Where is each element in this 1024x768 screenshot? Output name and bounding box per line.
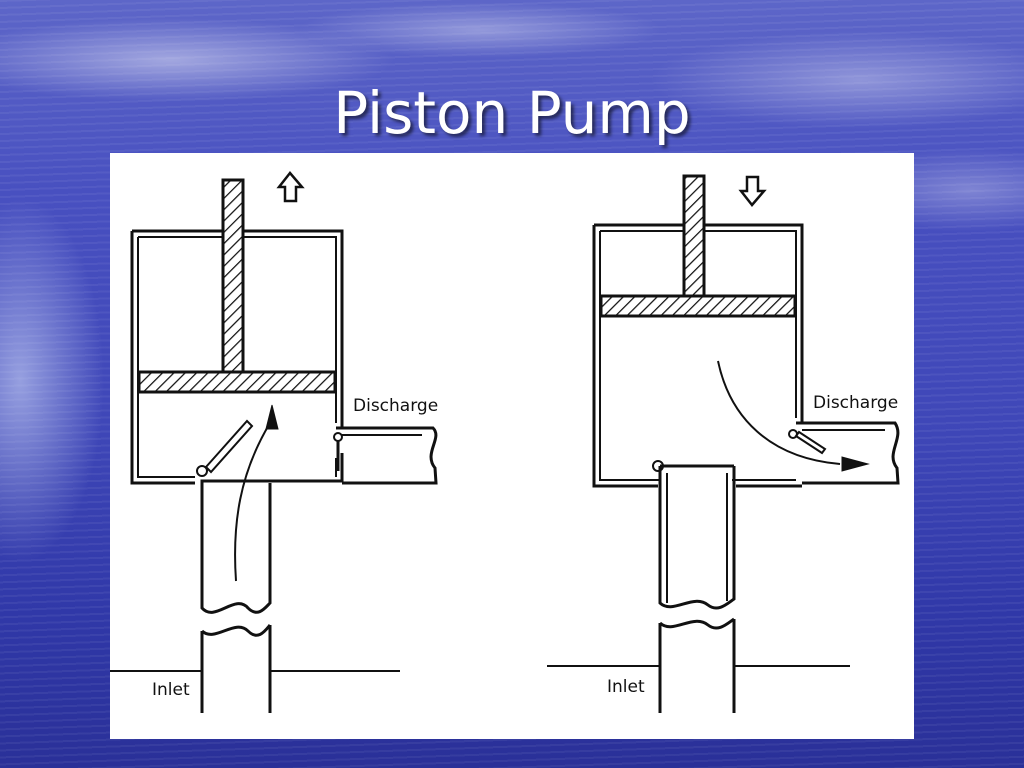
cylinder-right (592, 223, 804, 488)
slide-title: Piston Pump (333, 79, 691, 147)
down-arrow-icon (738, 175, 767, 207)
flow-arrow-right (717, 360, 841, 465)
inlet-valve-right (652, 460, 664, 472)
up-arrow-icon (276, 171, 305, 203)
inlet-label-right: Inlet (607, 677, 645, 697)
inlet-pipe-right (658, 466, 736, 610)
discharge-pipe-right (796, 421, 900, 485)
inlet-valve-left (196, 465, 208, 477)
discharge-valve-left (333, 432, 343, 442)
flow-arrow-left (234, 422, 271, 582)
piston-head-left (137, 370, 337, 394)
piston-pump-diagram: Discharge Inlet Discharge Inlet (110, 153, 914, 739)
discharge-pipe-left (336, 426, 438, 485)
cylinder-left (130, 229, 344, 485)
piston-rod-right (682, 174, 706, 298)
piston-head-right (599, 294, 797, 318)
inlet-label-left: Inlet (152, 680, 190, 700)
discharge-label-left: Discharge (353, 396, 438, 416)
discharge-label-right: Discharge (813, 393, 898, 413)
piston-rod-left (221, 178, 245, 374)
inlet-pipe-left (200, 483, 272, 614)
discharge-stroke-diagram (547, 174, 900, 713)
intake-stroke-diagram (110, 171, 438, 713)
